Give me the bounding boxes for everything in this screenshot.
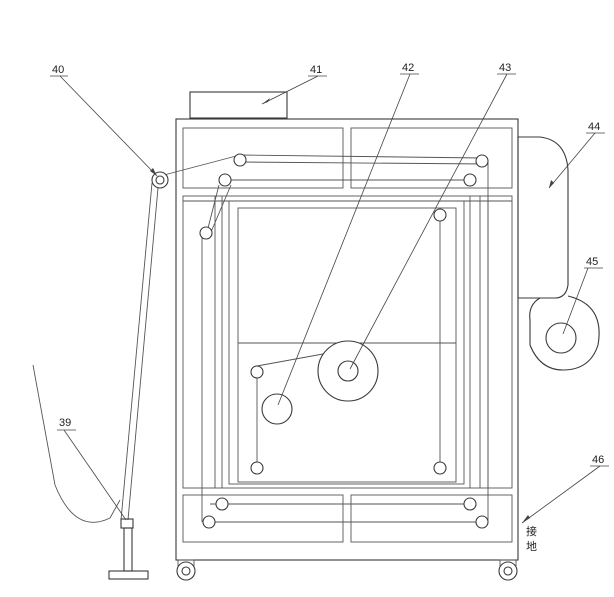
wheel-left-hub <box>181 566 191 576</box>
label-ground-1: 接 <box>526 525 537 538</box>
label-44: 44 <box>588 121 600 133</box>
roller <box>250 365 264 379</box>
leader-46 <box>521 465 601 524</box>
label-ground-2: 地 <box>526 540 537 553</box>
leader-45 <box>562 267 589 335</box>
film-feed <box>32 171 169 580</box>
arrow-tip <box>150 168 157 176</box>
guide-roller-40-inner <box>155 175 165 185</box>
label-46: 46 <box>592 454 604 466</box>
roller-43-inner <box>337 360 359 382</box>
roller <box>475 515 489 529</box>
film-line <box>239 161 489 165</box>
blower-housing <box>529 295 600 371</box>
middle-chamber <box>182 195 513 489</box>
film-line <box>127 187 159 521</box>
roller <box>463 173 477 187</box>
callout-labels: 40 41 42 43 44 45 46 39 接 地 <box>50 62 609 553</box>
wheels <box>176 559 518 581</box>
top-left-compartment <box>182 127 344 189</box>
roller <box>463 497 477 511</box>
film-line <box>163 154 241 176</box>
stand-top <box>120 518 134 529</box>
control-box-outline <box>189 91 288 119</box>
leader-40 <box>59 75 158 177</box>
label-41: 41 <box>310 64 322 76</box>
blower <box>517 136 600 371</box>
film-line <box>120 182 153 521</box>
leader-41 <box>261 75 319 105</box>
blower-fan <box>545 322 577 354</box>
roller <box>202 515 216 529</box>
roller <box>215 497 229 511</box>
leader-39 <box>63 429 127 521</box>
roller <box>199 226 213 240</box>
film-path <box>163 154 489 523</box>
label-39: 39 <box>59 417 71 429</box>
roller <box>433 461 447 475</box>
leader-44 <box>548 132 596 189</box>
inner-frame-inner <box>237 207 457 483</box>
roller <box>233 153 247 167</box>
label-40: 40 <box>52 64 64 76</box>
leader-lines <box>59 73 601 524</box>
leader-42 <box>277 73 411 406</box>
label-45: 45 <box>586 256 598 268</box>
leader-43 <box>349 73 508 370</box>
roller-42 <box>261 393 293 425</box>
label-42: 42 <box>402 62 414 74</box>
arrow-tip <box>522 515 530 523</box>
arrow-tip <box>262 98 270 104</box>
roller <box>218 173 232 187</box>
bottom-right-compartment <box>350 494 513 543</box>
wheel-right-hub <box>503 566 513 576</box>
control-box <box>189 91 288 119</box>
film-line <box>206 184 220 233</box>
film-loop <box>32 364 121 523</box>
stand-base <box>108 570 149 580</box>
cabinet-outer-frame <box>175 118 519 561</box>
stand-post <box>123 527 133 572</box>
label-43: 43 <box>499 62 511 74</box>
roller <box>433 208 447 222</box>
blower-duct <box>517 136 569 299</box>
film-line <box>239 154 483 159</box>
top-right-compartment <box>350 127 513 189</box>
film-line <box>210 184 232 233</box>
arrow-tip <box>549 180 554 188</box>
rollers <box>199 153 489 529</box>
roller <box>250 461 264 475</box>
roller <box>475 154 489 168</box>
bottom-left-compartment <box>182 494 344 543</box>
